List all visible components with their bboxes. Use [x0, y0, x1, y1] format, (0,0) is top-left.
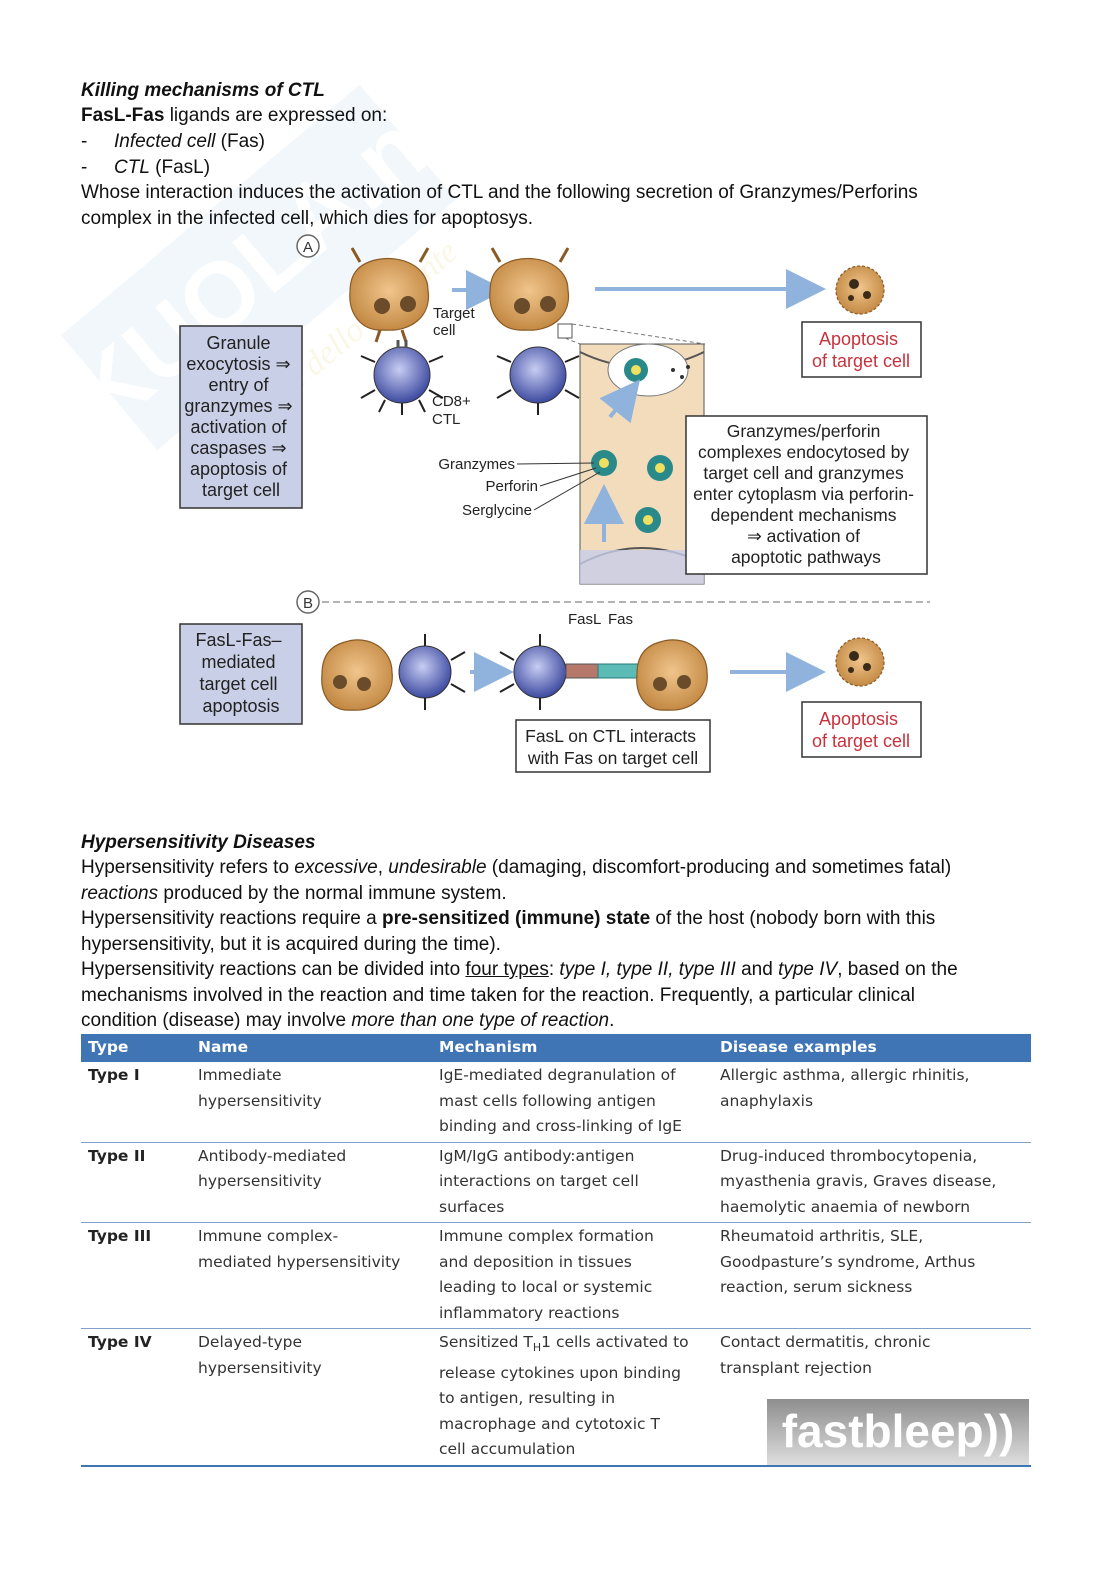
zoomed-membrane-panel	[579, 343, 705, 585]
hypersensitivity-table: Type Name Mechanism Disease examples Typ…	[81, 1034, 1031, 1467]
header-mechanism: Mechanism	[432, 1034, 713, 1062]
granule-box-text: Granule exocytosis ⇒ entry of granzymes …	[184, 333, 297, 500]
cd8-ctl-label: CD8+ CTL	[432, 393, 475, 428]
zoom-box	[557, 323, 573, 339]
granzymes-label: Granzymes	[438, 456, 515, 473]
paragraph-line: reactions produced by the normal immune …	[81, 883, 507, 904]
target-cell	[349, 247, 430, 343]
paragraph-line: Hypersensitivity reactions can be divide…	[81, 959, 958, 980]
perforin-label: Perforin	[485, 478, 538, 495]
list-item: -Infected cell (Fas)	[81, 131, 266, 152]
fastbleep-logo: fastbleep))	[767, 1399, 1029, 1465]
fasl-interacts-text: FasL on CTL interacts with Fas on target…	[525, 726, 701, 768]
apoptosis-label: Apoptosis of target cell	[812, 709, 910, 751]
target-cell	[489, 247, 570, 331]
ctl-killing-figure: A Granule exocytosis ⇒ entry of granzyme…	[179, 234, 930, 773]
granzyme-complex-box	[685, 415, 928, 575]
ctl-cell	[496, 346, 580, 415]
paragraph-line: condition (disease) may involve more tha…	[81, 1010, 615, 1031]
target-cell	[636, 639, 708, 711]
target-cell-label: Target cell	[433, 305, 479, 339]
list-item: -CTL (FasL)	[81, 157, 211, 178]
serglycine-label: Serglycine	[462, 502, 532, 519]
apoptotic-cell	[835, 637, 885, 687]
fasl-interacts-box	[515, 719, 711, 773]
fas-label: Fas	[608, 611, 633, 628]
label-b: B	[303, 595, 313, 612]
label-a: A	[303, 239, 313, 256]
granzyme-complex-text: Granzymes/perforin complexes endocytosed…	[693, 421, 919, 567]
fasl-fas-box	[179, 623, 303, 725]
ctl-cell	[360, 340, 444, 415]
paragraph-line: Whose interaction induces the activation…	[81, 182, 918, 203]
granule-exocytosis-box	[179, 325, 303, 509]
fasl-label: FasL	[568, 611, 601, 628]
fastbleep-logo-text: fastbleep))	[782, 1405, 1015, 1457]
fasl-molecule	[565, 663, 599, 679]
header-name: Name	[191, 1034, 432, 1062]
section-heading-ctl: Killing mechanisms of CTL	[81, 80, 325, 101]
apoptosis-box	[801, 701, 922, 758]
apoptosis-box	[801, 321, 922, 378]
header-disease: Disease examples	[713, 1034, 1031, 1062]
apoptotic-cell	[835, 265, 885, 315]
apoptosis-label: Apoptosis of target cell	[812, 329, 910, 371]
fasl-fas-box-text: FasL-Fas– mediated target cell apoptosis	[195, 630, 286, 716]
label-a-circle	[296, 234, 320, 258]
table-row: Type III Immune complex-mediated hyperse…	[81, 1222, 1031, 1329]
paragraph-line: Hypersensitivity reactions require a pre…	[81, 908, 936, 929]
paragraph-line: Hypersensitivity refers to excessive, un…	[81, 857, 952, 878]
header-type: Type	[81, 1034, 191, 1062]
paragraph-line: mechanisms involved in the reaction and …	[81, 985, 915, 1006]
ctl-cell	[499, 634, 567, 710]
target-cell	[321, 639, 393, 711]
paragraph-line: hypersensitivity, but it is acquired dur…	[81, 934, 501, 955]
paragraph-line: complex in the infected cell, which dies…	[81, 208, 534, 229]
ctl-cell	[398, 634, 466, 710]
table-header-row: Type Name Mechanism Disease examples	[81, 1034, 1031, 1062]
section-heading-hypersensitivity: Hypersensitivity Diseases	[81, 832, 316, 853]
label-b-circle	[296, 590, 320, 614]
fas-molecule	[597, 663, 639, 679]
fasl-fas-line: FasL-Fas ligands are expressed on:	[81, 105, 388, 126]
